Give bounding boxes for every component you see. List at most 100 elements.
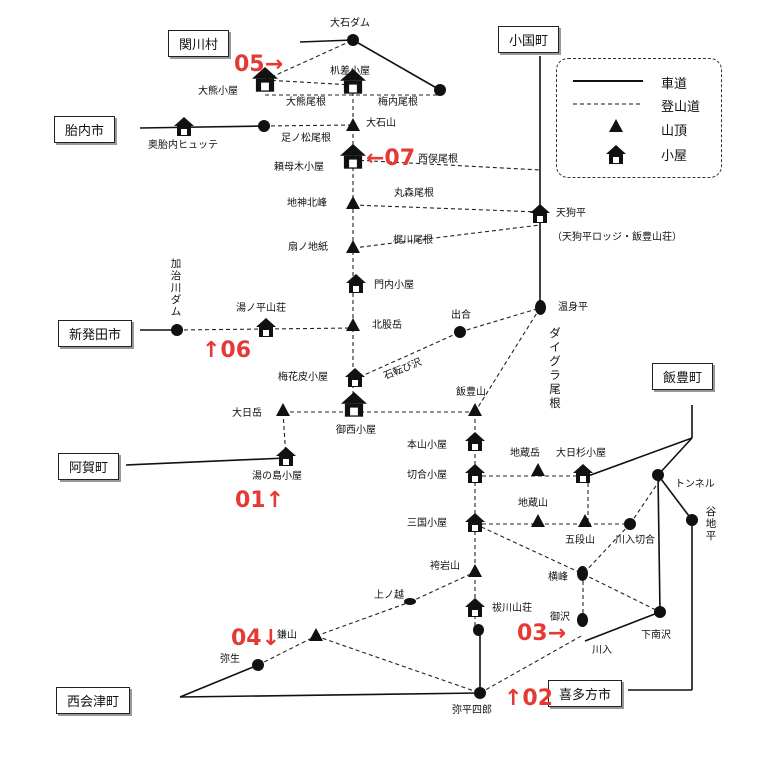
ashinomatsu-trailhead-point	[258, 120, 270, 132]
kamayama-summit-icon	[309, 628, 323, 641]
jizoyama-summit-icon	[531, 514, 545, 527]
monnai-hut-icon	[346, 274, 366, 294]
baikahi-hut-icon	[345, 368, 365, 388]
label-mikuni-hut: 三国小屋	[407, 518, 447, 529]
jizodake-summit-icon	[531, 463, 545, 476]
label-ooishiyama: 大石山	[366, 118, 396, 129]
hangemoto-hut-icon	[340, 69, 366, 95]
tunnel-point	[652, 469, 664, 481]
label-okutainai-hutte: 奥胎内ヒュッテ	[148, 140, 218, 151]
yunoshima-hut-icon	[276, 447, 296, 467]
label-ooishi-dam: 大石ダム	[330, 18, 370, 29]
label-yokomine: 横峰	[548, 572, 568, 583]
hashirikawa-point	[473, 624, 484, 636]
label-kaminokoshi: 上ノ越	[374, 590, 404, 601]
label-jizodake: 地蔵岳	[510, 448, 540, 459]
label-dainichisugi-hut: 大日杉小屋	[556, 448, 606, 459]
legend-summit-label: 山頂	[661, 124, 688, 139]
deai-point	[454, 326, 466, 338]
label-kawairi-kiriai: 川入切合	[615, 535, 655, 546]
label-tengudaira-note: （天狗平ロッジ・飯豊山荘）	[552, 232, 682, 243]
yayoi-point	[252, 659, 264, 671]
label-ebobo-hut: 頼母木小屋	[274, 162, 324, 173]
yachidaira-point	[686, 514, 698, 526]
iidesan-summit-icon	[468, 403, 482, 416]
tengudaira-hut-icon	[530, 204, 550, 224]
kaji-dam-point	[171, 324, 183, 336]
label-onishi-hut: 御西小屋	[336, 425, 376, 436]
route-marker-01: 01↑	[235, 488, 285, 513]
label-kenganzan: 袴岩山	[430, 561, 460, 572]
legend-summit-icon	[609, 119, 623, 132]
town-box-tainai: 胎内市	[54, 116, 116, 143]
ookuma-hut-icon	[252, 67, 278, 93]
legend-road-label: 車道	[661, 77, 688, 92]
label-ookuma-ridge: 大熊尾根	[286, 97, 326, 108]
legend-hut-label: 小屋	[661, 149, 688, 164]
label-kaji-dam: 加治川ダム	[170, 258, 182, 318]
label-ookuma-hut: 大熊小屋	[198, 86, 238, 97]
legend-hut-icon	[606, 145, 626, 165]
ebobo-hut-icon	[340, 144, 366, 170]
kiriai-hut-icon	[465, 464, 485, 484]
ougino-chi-summit-icon	[346, 240, 360, 253]
label-daigura-ridge: ダイグラ尾根	[549, 326, 561, 410]
label-dainichi: 大日岳	[232, 408, 262, 419]
label-iidesan: 飯豊山	[456, 387, 486, 398]
honzan-hut-icon	[465, 432, 485, 452]
label-hashirikawa: 祓川山荘	[492, 603, 532, 614]
label-tunnel: トンネル	[675, 479, 715, 490]
town-box-aga: 阿賀町	[58, 453, 120, 480]
town-box-oguni: 小国町	[498, 26, 560, 53]
label-hangemoto-hut: 朳差小屋	[330, 66, 370, 77]
route-marker-06: ↑06	[202, 338, 252, 363]
label-onsendaira: 温身平	[558, 302, 588, 313]
label-tengudaira: 天狗平	[556, 208, 586, 219]
label-baikahi-hut: 梅花皮小屋	[278, 372, 328, 383]
kaminokoshi-point	[404, 598, 416, 605]
label-kajikawa-ridge: 梶川尾根	[393, 235, 433, 246]
shimominamisawa-point	[654, 606, 666, 618]
godanyama-summit-icon	[578, 514, 592, 527]
label-misawa: 御沢	[550, 612, 570, 623]
label-yaheishiro: 弥平四郎	[452, 705, 492, 716]
town-box-sekikawa: 関川村	[168, 30, 230, 57]
route-marker-04: 04↓	[231, 626, 281, 651]
label-marumori-ridge: 丸森尾根	[394, 188, 434, 199]
dainichi-summit-icon	[276, 403, 290, 416]
kenganzan-summit-icon	[468, 564, 482, 577]
label-jizoyama: 地蔵山	[518, 498, 548, 509]
town-box-iide: 飯豊町	[652, 363, 714, 390]
ooishi-dam-point	[347, 34, 359, 46]
label-jigami-north: 地神北峰	[287, 198, 327, 209]
ooishiyama-summit-icon	[346, 118, 360, 131]
legend: 車道 登山道 山頂 小屋	[556, 58, 722, 178]
label-deai: 出合	[451, 310, 471, 321]
onsendaira-point	[535, 300, 546, 315]
onishi-hut-icon	[341, 392, 367, 418]
label-nishimata-ridge: 西俣尾根	[418, 154, 458, 165]
label-yachidaira: 谷地平	[705, 506, 717, 542]
label-ashinomatsu-ridge: 足ノ松尾根	[281, 133, 331, 144]
route-marker-03: 03→	[517, 621, 567, 646]
yunohira-hut-icon	[256, 318, 276, 338]
town-box-kitakata: 喜多方市	[548, 680, 623, 707]
label-ougino-chi: 扇ノ地紙	[288, 242, 328, 253]
label-umeuchi-ridge: 梅内尾根	[378, 97, 418, 108]
town-box-nishiaizu: 西会津町	[56, 687, 131, 714]
umeuchi-point	[434, 84, 446, 96]
route-marker-07: ←07	[366, 146, 416, 171]
label-kiriai-hut: 切合小屋	[407, 470, 447, 481]
label-monnai-hut: 門内小屋	[374, 280, 414, 291]
okutainai-hutte-icon	[174, 117, 194, 137]
label-godanyama: 五段山	[565, 535, 595, 546]
yaheishiro-point	[474, 687, 486, 699]
yokomine-point	[577, 566, 588, 581]
label-kitamata: 北股岳	[372, 320, 402, 331]
jigami-north-summit-icon	[346, 196, 360, 209]
kitamata-summit-icon	[346, 318, 360, 331]
town-box-shibata: 新発田市	[58, 320, 133, 347]
dainichisugi-hut-icon	[573, 464, 593, 484]
